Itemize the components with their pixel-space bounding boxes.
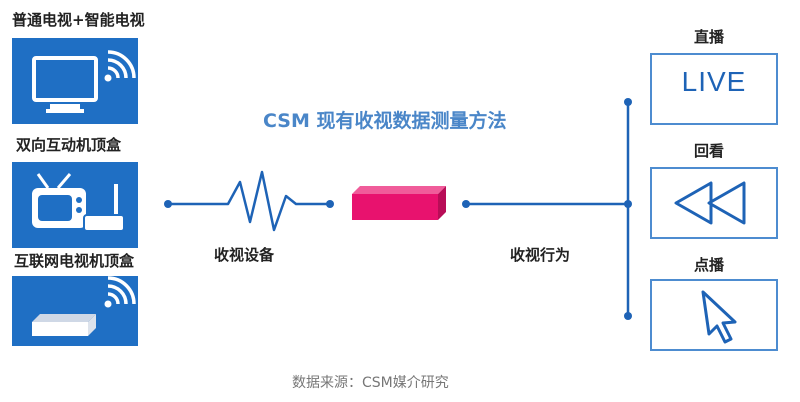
source-note: 数据来源：CSM媒介研究 <box>292 375 449 391</box>
device-label-tv: 普通电视+智能电视 <box>12 11 145 29</box>
device-panel-ott <box>12 276 138 346</box>
diagram-title: CSM 现有收视数据测量方法 <box>263 110 507 132</box>
behavior-bus <box>624 98 632 320</box>
device-label-ott: 互联网电视机顶盒 <box>14 252 135 270</box>
interactive-set-top-box-icon <box>32 173 125 232</box>
device-caption: 收视设备 <box>214 246 275 264</box>
smart-tv-icon <box>32 50 136 113</box>
behavior-caption: 收视行为 <box>510 246 571 264</box>
device-panel-tv <box>12 38 138 124</box>
rewind-icon <box>674 181 746 225</box>
behavior-box-live <box>650 53 778 125</box>
behavior-label-live: 直播 <box>694 28 725 46</box>
live-icon: LIVE <box>681 66 747 97</box>
internet-tv-box-icon <box>32 276 136 336</box>
meter-device <box>352 186 446 220</box>
behavior-label-vod: 点播 <box>694 256 725 274</box>
signal-line <box>164 170 334 232</box>
output-line <box>462 200 628 208</box>
device-label-stb: 双向互动机顶盒 <box>16 136 122 154</box>
device-panel-stb <box>12 162 138 248</box>
behavior-label-rewind: 回看 <box>694 142 725 160</box>
behavior-box-rewind <box>650 167 778 239</box>
cursor-icon <box>701 290 737 344</box>
behavior-box-vod <box>650 279 778 351</box>
